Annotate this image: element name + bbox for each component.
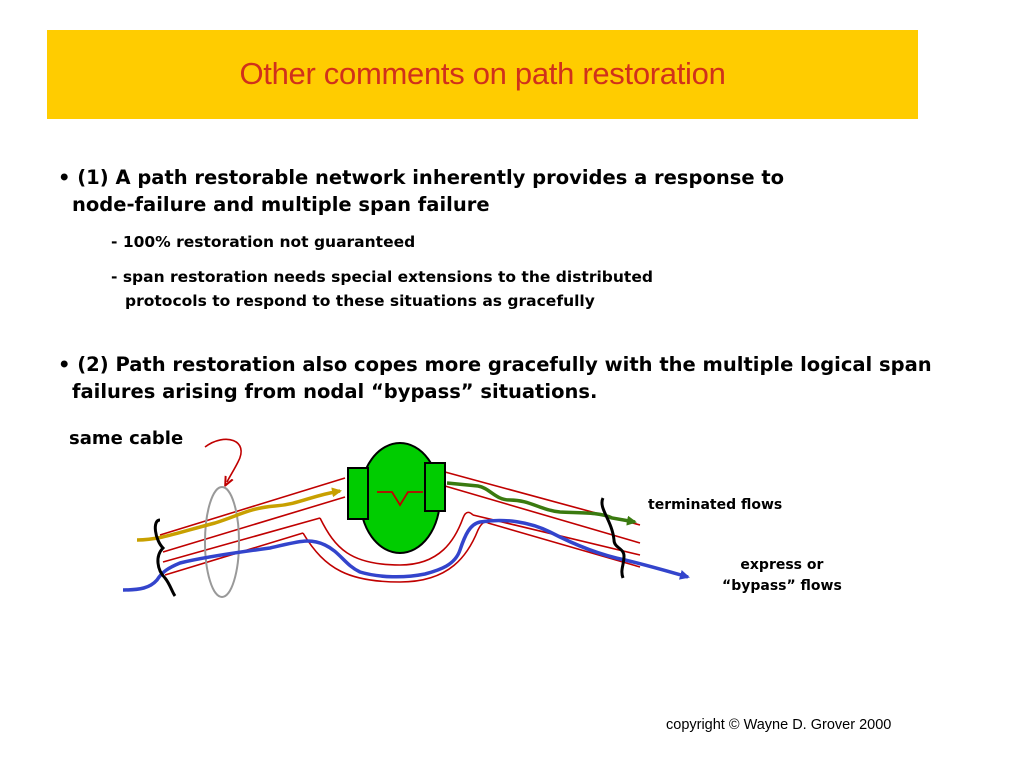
bullet-1: • (1) A path restorable network inherent… bbox=[58, 164, 784, 218]
subpoint-1-text: - 100% restoration not guaranteed bbox=[111, 233, 416, 251]
bullet-2-line-1: (2) Path restoration also copes more gra… bbox=[77, 353, 932, 376]
same-cable-pointer bbox=[204, 438, 242, 482]
subpoint-1: - 100% restoration not guaranteed bbox=[111, 230, 415, 254]
terminated-flow-in bbox=[136, 487, 342, 542]
terminated-flows-label: terminated flows bbox=[648, 497, 783, 513]
same-cable-ellipse bbox=[204, 486, 240, 598]
express-flow bbox=[122, 518, 690, 592]
subpoint-2-line-1: - span restoration needs special extensi… bbox=[111, 268, 653, 286]
cable-line-upper-left bbox=[162, 496, 346, 553]
copyright-notice: copyright © Wayne D. Grover 2000 bbox=[666, 717, 892, 733]
cable-line-bottom-right bbox=[487, 522, 641, 568]
bullet-2: • (2) Path restoration also copes more g… bbox=[58, 351, 932, 405]
cable-line-mid-left bbox=[162, 517, 321, 563]
express-label-line-2: “bypass” flows bbox=[722, 578, 842, 594]
terminated-flow-out bbox=[446, 481, 637, 526]
express-label-line-1: express or bbox=[740, 557, 824, 573]
title-band: Other comments on path restoration bbox=[47, 30, 918, 119]
brace-left-icon bbox=[153, 518, 177, 597]
cable-line-upper-right bbox=[444, 485, 641, 544]
bullet-2-line-2: failures arising from nodal “bypass” sit… bbox=[72, 380, 598, 403]
subpoint-2-line-2: protocols to respond to these situations… bbox=[125, 292, 595, 310]
node-port-right bbox=[424, 462, 446, 512]
cable-outer-u bbox=[302, 521, 489, 583]
cable-line-top-left bbox=[159, 477, 346, 536]
network-node bbox=[347, 442, 446, 554]
bullet-marker: • bbox=[58, 166, 71, 189]
node-cross-connect bbox=[377, 491, 423, 507]
same-cable-label: same cable bbox=[69, 428, 184, 449]
bullet-1-line-2: node-failure and multiple span failure bbox=[72, 193, 490, 216]
brace-right-icon bbox=[600, 497, 626, 579]
subpoint-2: - span restoration needs special extensi… bbox=[111, 265, 653, 313]
cable-inner-u bbox=[319, 511, 474, 566]
bullet-1-line-1: (1) A path restorable network inherently… bbox=[77, 166, 785, 189]
slide-title: Other comments on path restoration bbox=[239, 56, 726, 91]
express-flows-label: express or “bypass” flows bbox=[722, 555, 842, 597]
node-port-left bbox=[347, 467, 369, 520]
bullet-marker: • bbox=[58, 353, 71, 376]
